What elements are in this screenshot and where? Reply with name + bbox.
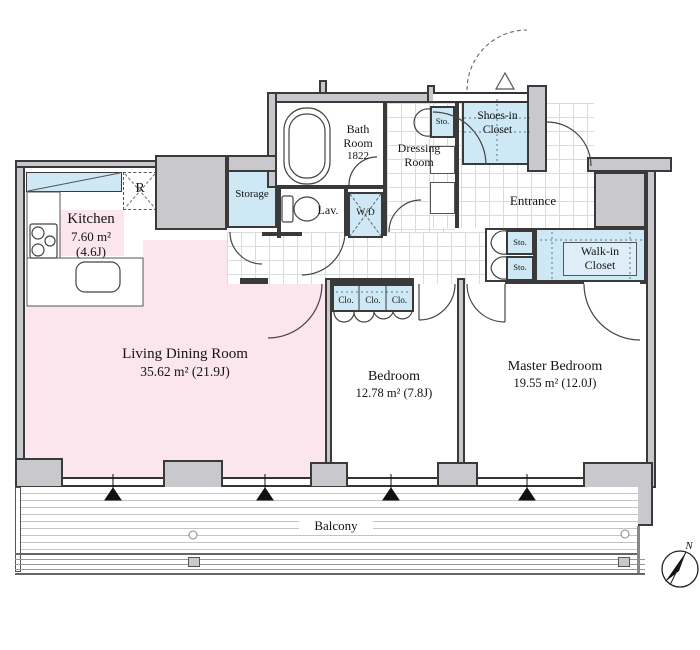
sink-icon (75, 261, 121, 293)
bath-size: 1822 (347, 150, 369, 163)
clo-label: Clo. (365, 295, 381, 305)
wall-segment (327, 278, 414, 284)
wall-segment (594, 172, 646, 228)
kitchen-name: Kitchen (67, 211, 115, 227)
wall-segment (455, 103, 459, 228)
compass-north-label: N (684, 540, 693, 552)
sto-label: Sto. (513, 237, 527, 247)
kitchen-area: 7.60 m² (70, 228, 111, 244)
master-bedroom-area: 19.55 m² (12.0J) (513, 375, 597, 390)
wall-segment (15, 160, 157, 168)
wall-segment (277, 185, 281, 238)
balcony-rail-line (15, 564, 645, 565)
kitchen-floor-patch (58, 210, 124, 256)
balcony-rail-line (15, 573, 645, 575)
wall-segment (277, 185, 383, 189)
balcony-edge-line (15, 553, 640, 555)
wall-segment (240, 278, 268, 284)
entrance-outer-door-arc (466, 29, 528, 91)
wall-segment (344, 189, 348, 236)
entrance-door-threshold (433, 92, 527, 103)
bath-room-label: Bath Room 1822 (330, 122, 386, 163)
corridor-storage-lower (506, 256, 534, 281)
living-dining-floor (227, 284, 325, 308)
washer-dryer-label: W/D (356, 208, 375, 218)
dressing-line1: Dressing (397, 141, 441, 155)
entrance-triangle-marker (494, 71, 516, 90)
kitchen-label: Kitchen 7.60 m² (4.6J) (46, 211, 136, 259)
sto-label: Sto. (435, 116, 450, 126)
pillar (437, 462, 478, 487)
bathtub-icon (283, 107, 331, 185)
master-bedroom-label: Master Bedroom 19.55 m² (12.0J) (464, 359, 646, 390)
living-dining-name: Living Dining Room (122, 346, 248, 362)
balcony-rail-line (15, 569, 645, 570)
balcony-label: Balcony (299, 518, 373, 534)
pillar (310, 462, 348, 488)
living-dining-floor (22, 306, 325, 480)
balcony-right-edge (637, 526, 640, 573)
shoes-closet-line1: Shoes-in (477, 110, 518, 122)
wall-segment (383, 103, 387, 236)
wall-segment (267, 92, 430, 103)
wall-segment (15, 160, 25, 490)
sto-label: Sto. (513, 262, 527, 272)
wall-segment (527, 85, 547, 172)
wall-segment (319, 80, 327, 94)
balcony-drain (618, 557, 630, 567)
wall-segment (267, 92, 277, 188)
walk-in-closet-label: Walk-in Closet (563, 244, 637, 272)
lavatory-label: Lav. (317, 203, 339, 217)
bedroom-name: Bedroom (367, 369, 421, 384)
wall-segment (535, 280, 584, 284)
dressing-line2: Room (404, 155, 434, 170)
wall-segment (646, 170, 656, 488)
wall-segment (325, 278, 332, 480)
balcony-rail-line (15, 559, 645, 560)
wall-segment (155, 155, 227, 230)
dressing-room-label: Dressing Room (383, 141, 455, 169)
balcony-left-edge (15, 487, 21, 572)
corridor-storage-upper (506, 230, 534, 255)
walk-in-closet-line2: Closet (584, 258, 616, 273)
master-bedroom-name: Master Bedroom (507, 359, 603, 374)
washstand-counter (430, 182, 455, 214)
wall-segment (640, 280, 646, 284)
clo-label: Clo. (338, 295, 354, 305)
kitchen-hanging-cabinet (26, 172, 122, 192)
bath-name-line2: Room (343, 136, 373, 151)
wall-segment (262, 232, 302, 236)
clo-label: Clo. (391, 295, 408, 305)
wall-segment (227, 155, 277, 172)
storage-label: Storage (235, 188, 269, 200)
walk-in-closet-inner (563, 242, 637, 276)
bedroom-label: Bedroom 12.78 m² (7.8J) (332, 369, 456, 400)
living-dining-label: Living Dining Room 35.62 m² (21.9J) (82, 346, 288, 380)
entrance-label: Entrance (509, 193, 557, 208)
living-dining-floor (143, 240, 227, 310)
wall-segment (587, 157, 672, 172)
living-dining-area: 35.62 m² (21.9J) (140, 363, 230, 379)
shoes-closet-line2: Closet (482, 123, 513, 136)
pillar (15, 458, 63, 488)
balcony-drain (188, 557, 200, 567)
refrigerator-label: R (135, 181, 145, 196)
bath-name-line1: Bath (346, 122, 370, 136)
walk-in-closet-line1: Walk-in (580, 244, 620, 258)
bedroom-area: 12.78 m² (7.8J) (355, 385, 433, 400)
kitchen-tatami: (4.6J) (76, 244, 106, 260)
compass-north-icon: N (661, 540, 699, 588)
shoes-closet-label: Shoes-in Closet (462, 110, 533, 137)
corridor-floor (227, 232, 487, 284)
